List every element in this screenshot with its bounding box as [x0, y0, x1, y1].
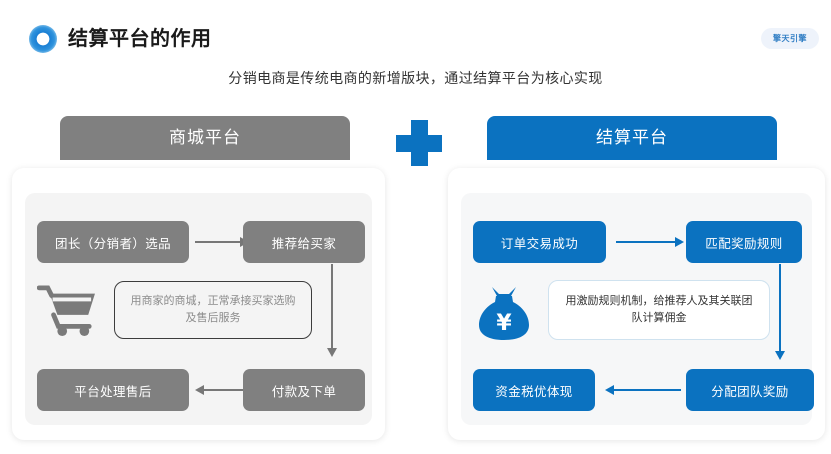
note-box-mall: 用商家的商城，正常承接买家选购及售后服务 [114, 281, 312, 339]
shopping-cart-icon [36, 284, 99, 336]
arrow-mall-side-down [324, 264, 340, 357]
step-box-mall-2[interactable]: 推荐给买家 [243, 221, 365, 263]
panel-card-settlement: 订单交易成功 匹配奖励规则 ¥ 用激励规则机制，给推荐人及其关联团队计算佣金 资… [448, 168, 825, 440]
step-box-settlement-1[interactable]: 订单交易成功 [473, 221, 606, 263]
step-box-mall-3[interactable]: 付款及下单 [243, 369, 365, 411]
arrow-settlement-side-down [772, 264, 788, 360]
panel-card-mall: 团长（分销者）选品 推荐给买家 用商家的商城，正常承接买家选购及售后服务 平台处… [12, 168, 385, 440]
step-box-settlement-3[interactable]: 分配团队奖励 [686, 369, 814, 411]
svg-text:¥: ¥ [496, 311, 512, 336]
brand-badge: 擎天引擎 [761, 28, 819, 49]
panel-header-mall: 商城平台 [60, 116, 350, 160]
step-box-settlement-4[interactable]: 资金税优体现 [473, 369, 595, 411]
page-title: 结算平台的作用 [68, 28, 212, 50]
money-bag-icon: ¥ [476, 284, 532, 342]
arrow-mall-top-right [195, 234, 249, 250]
note-box-settlement: 用激励规则机制，给推荐人及其关联团队计算佣金 [548, 280, 770, 340]
step-box-mall-1[interactable]: 团长（分销者）选品 [37, 221, 189, 263]
arrow-mall-bottom-left [195, 382, 249, 398]
panel-header-settlement: 结算平台 [487, 116, 777, 160]
arrow-settlement-bottom-left [605, 382, 681, 398]
slide-subtitle: 分销电商是传统电商的新增版块，通过结算平台为核心实现 [228, 70, 603, 86]
plus-icon [396, 120, 442, 166]
plus-icon-bar-vertical [411, 120, 428, 166]
ring-logo-icon [29, 25, 57, 53]
step-box-settlement-2[interactable]: 匹配奖励规则 [686, 221, 802, 263]
step-box-mall-4[interactable]: 平台处理售后 [37, 369, 189, 411]
arrow-settlement-top-right [616, 234, 684, 250]
